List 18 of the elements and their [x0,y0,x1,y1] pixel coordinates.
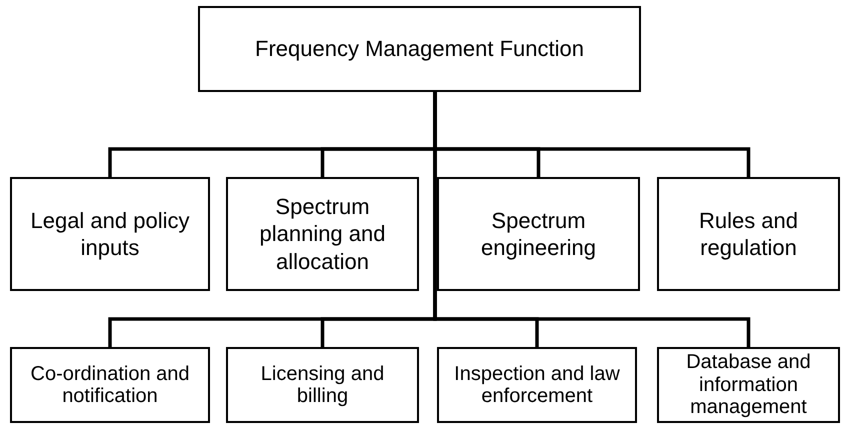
function-box [657,177,840,291]
box-label: Rules and regulation [698,206,800,262]
function-box [657,347,840,423]
box-label: Spectrum planning and allocation [258,192,386,276]
box-label: Frequency Management Function [255,35,584,63]
box-label: Co-ordination and notification [30,362,190,408]
function-box [437,177,640,291]
function-box [10,347,210,423]
box-label: Licensing and billing [260,362,386,408]
box-label: Spectrum engineering [480,206,597,262]
function-box [226,347,419,423]
root-box [198,6,641,92]
box-label: Inspection and law enforcement [453,362,621,408]
function-box [226,177,419,291]
box-label: Database and information management [685,351,812,419]
box-label: Legal and policy inputs [29,206,190,262]
function-box [10,177,210,291]
function-box [437,347,637,423]
